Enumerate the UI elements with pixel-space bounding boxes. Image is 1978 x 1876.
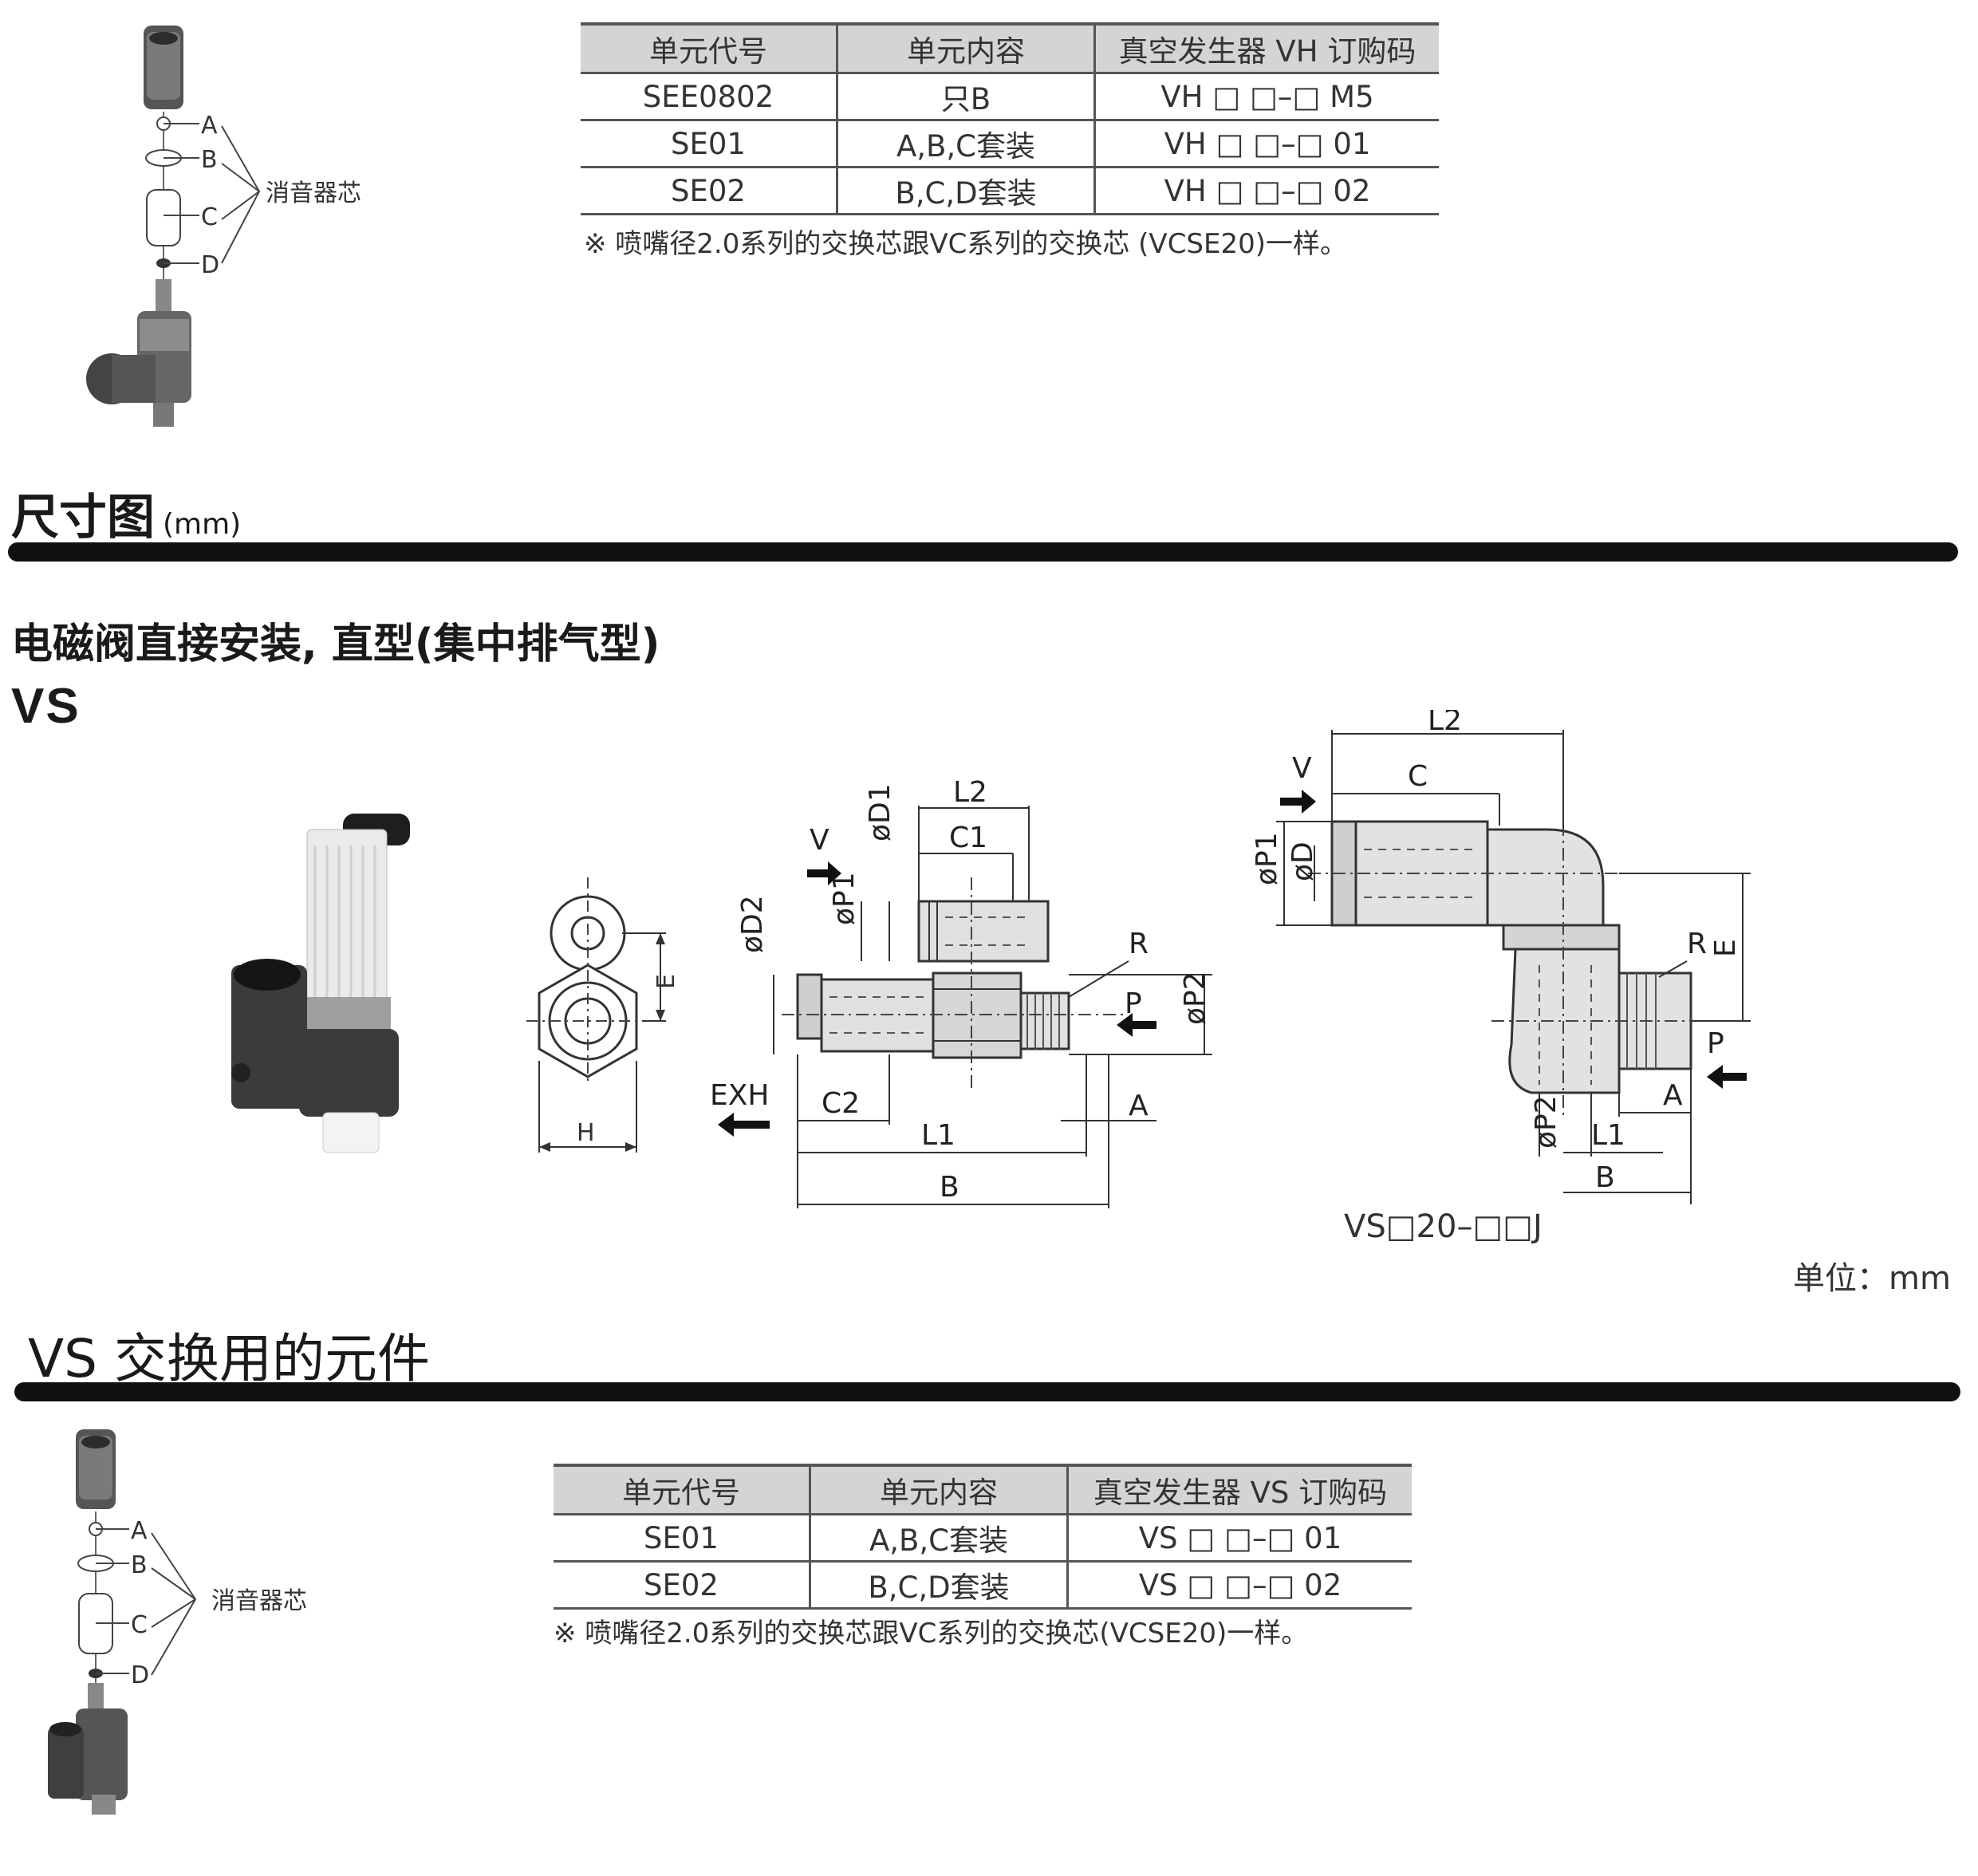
svg-text:øP2: øP2 (1179, 972, 1212, 1025)
svg-text:P: P (1125, 987, 1142, 1020)
table-row: SEE0802 只B VH □ □–□ M5 (581, 73, 1439, 121)
column-header: 单元内容 (809, 1464, 1068, 1515)
vs-product-photo (231, 814, 410, 1153)
svg-text:E: E (652, 974, 680, 989)
column-header: 真空发生器 VH 订购码 (1093, 22, 1439, 74)
svg-text:C: C (131, 1611, 148, 1639)
table-cell: B,C,D套装 (809, 1561, 1068, 1610)
column-header: 单元代号 (554, 1464, 810, 1515)
dimensions-title: 尺寸图 (11, 490, 155, 546)
svg-text:P: P (1707, 1027, 1724, 1060)
svg-text:øD1: øD1 (864, 783, 896, 841)
svg-text:L2: L2 (1428, 710, 1462, 737)
svg-text:A: A (1663, 1079, 1683, 1112)
svg-text:C1: C1 (949, 822, 987, 854)
dimensions-subtitle: 电磁阀直接安装, 直型(集中排气型) (11, 621, 660, 668)
svg-text:L1: L1 (921, 1119, 956, 1152)
section-divider (14, 1382, 1960, 1401)
straight-type-drawing: L2 C1 V øD1 øP1 øD2 R P øP2 EXH C2 L1 A … (710, 776, 1212, 1208)
svg-text:C: C (201, 203, 218, 231)
table-cell: SEE0802 (581, 73, 837, 121)
svg-text:øD: øD (1286, 841, 1319, 881)
unit-note: 单位：mm (1793, 1260, 1951, 1297)
table-cell: SE01 (581, 120, 837, 168)
svg-text:EXH: EXH (710, 1079, 769, 1112)
table-cell: A,B,C套装 (809, 1514, 1068, 1563)
table-cell: VS □ □–□ 02 (1066, 1561, 1412, 1610)
table-cell: SE02 (554, 1561, 810, 1610)
svg-text:øP1: øP1 (828, 872, 861, 925)
table-cell: 只B (836, 73, 1095, 121)
explode-labels: A B C D 消音器芯 (96, 1517, 307, 1689)
svg-text:C: C (1408, 760, 1428, 793)
table-cell: B,C,D套装 (836, 167, 1095, 215)
elbow-type-drawing: L2 C V øP1 øD E R P øP2 A L1 B (1251, 710, 1751, 1204)
table-header-row: 单元代号 单元内容 真空发生器 VS 订购码 (554, 1464, 1412, 1515)
table-header-row: 单元代号 单元内容 真空发生器 VH 订购码 (581, 22, 1439, 74)
cap-illustration (76, 1429, 116, 1509)
column-header: 单元内容 (836, 22, 1095, 74)
table-cell: VH □ □–□ M5 (1093, 73, 1439, 121)
svg-text:B: B (1595, 1161, 1615, 1194)
svg-text:V: V (1292, 752, 1312, 785)
svg-text:A: A (1129, 1090, 1149, 1122)
model-label: VS□20–□□J (1344, 1208, 1543, 1245)
svg-text:øD2: øD2 (736, 895, 769, 953)
column-header: 单元代号 (581, 22, 837, 74)
svg-text:øP2: øP2 (1530, 1095, 1562, 1149)
table-row: SE01 A,B,C套装 VH □ □–□ 01 (581, 120, 1439, 168)
svg-text:B: B (940, 1171, 959, 1204)
svg-text:A: A (201, 112, 218, 140)
vh-body-illustration (86, 279, 191, 427)
dimensions-unit: (mm) (163, 508, 242, 541)
table-row: SE02 B,C,D套装 VS □ □–□ 02 (554, 1561, 1412, 1610)
svg-text:L2: L2 (953, 776, 987, 809)
table-cell: VH □ □–□ 01 (1093, 120, 1439, 168)
svg-text:R: R (1687, 928, 1707, 960)
svg-text:B: B (131, 1551, 148, 1579)
svg-text:D: D (201, 251, 219, 279)
column-header: 真空发生器 VS 订购码 (1066, 1464, 1412, 1515)
svg-text:E: E (1709, 939, 1742, 957)
dimensions-heading: 尺寸图(mm) (11, 479, 241, 548)
svg-text:B: B (201, 146, 218, 174)
svg-text:C2: C2 (822, 1087, 860, 1120)
section-divider (8, 542, 1958, 562)
svg-text:D: D (131, 1661, 149, 1689)
svg-text:H: H (577, 1119, 595, 1147)
side-view-drawing: E H (526, 877, 680, 1153)
table-cell: VS □ □–□ 01 (1066, 1514, 1412, 1563)
vs-exploded-view: A B C D 消音器芯 (48, 1429, 307, 1815)
table-cell: SE02 (581, 167, 837, 215)
vs-body-illustration (48, 1683, 128, 1815)
svg-text:消音器芯: 消音器芯 (211, 1587, 307, 1615)
svg-text:øP1: øP1 (1251, 832, 1283, 885)
svg-text:R: R (1129, 928, 1149, 960)
svg-text:L1: L1 (1591, 1119, 1625, 1152)
table-cell: A,B,C套装 (836, 120, 1095, 168)
svg-text:A: A (131, 1517, 148, 1545)
series-name: VS (11, 679, 81, 734)
vh-exploded-view: A B C D 消音器芯 (86, 26, 361, 427)
table-row: SE02 B,C,D套装 VH □ □–□ 02 (581, 167, 1439, 215)
table-row: SE01 A,B,C套装 VS □ □–□ 01 (554, 1514, 1412, 1563)
table-cell: SE01 (554, 1514, 810, 1563)
parts-title: VS 交换用的元件 (28, 1328, 431, 1389)
svg-text:V: V (810, 824, 829, 857)
vs-table-note: ※ 喷嘴径2.0系列的交换芯跟VC系列的交换芯(VCSE20)一样。 (554, 1618, 1309, 1649)
cap-illustration (144, 26, 183, 109)
vs-exchange-table: 单元代号 单元内容 真空发生器 VS 订购码 SE01 A,B,C套装 VS □… (554, 1464, 1412, 1610)
table-cell: VH □ □–□ 02 (1093, 167, 1439, 215)
vh-table-note: ※ 喷嘴径2.0系列的交换芯跟VC系列的交换芯 (VCSE20)一样。 (584, 228, 1348, 260)
svg-text:消音器芯: 消音器芯 (266, 179, 361, 207)
vh-exchange-table: 单元代号 单元内容 真空发生器 VH 订购码 SEE0802 只B VH □ □… (581, 22, 1439, 215)
explode-labels: A B C D 消音器芯 (164, 112, 361, 279)
